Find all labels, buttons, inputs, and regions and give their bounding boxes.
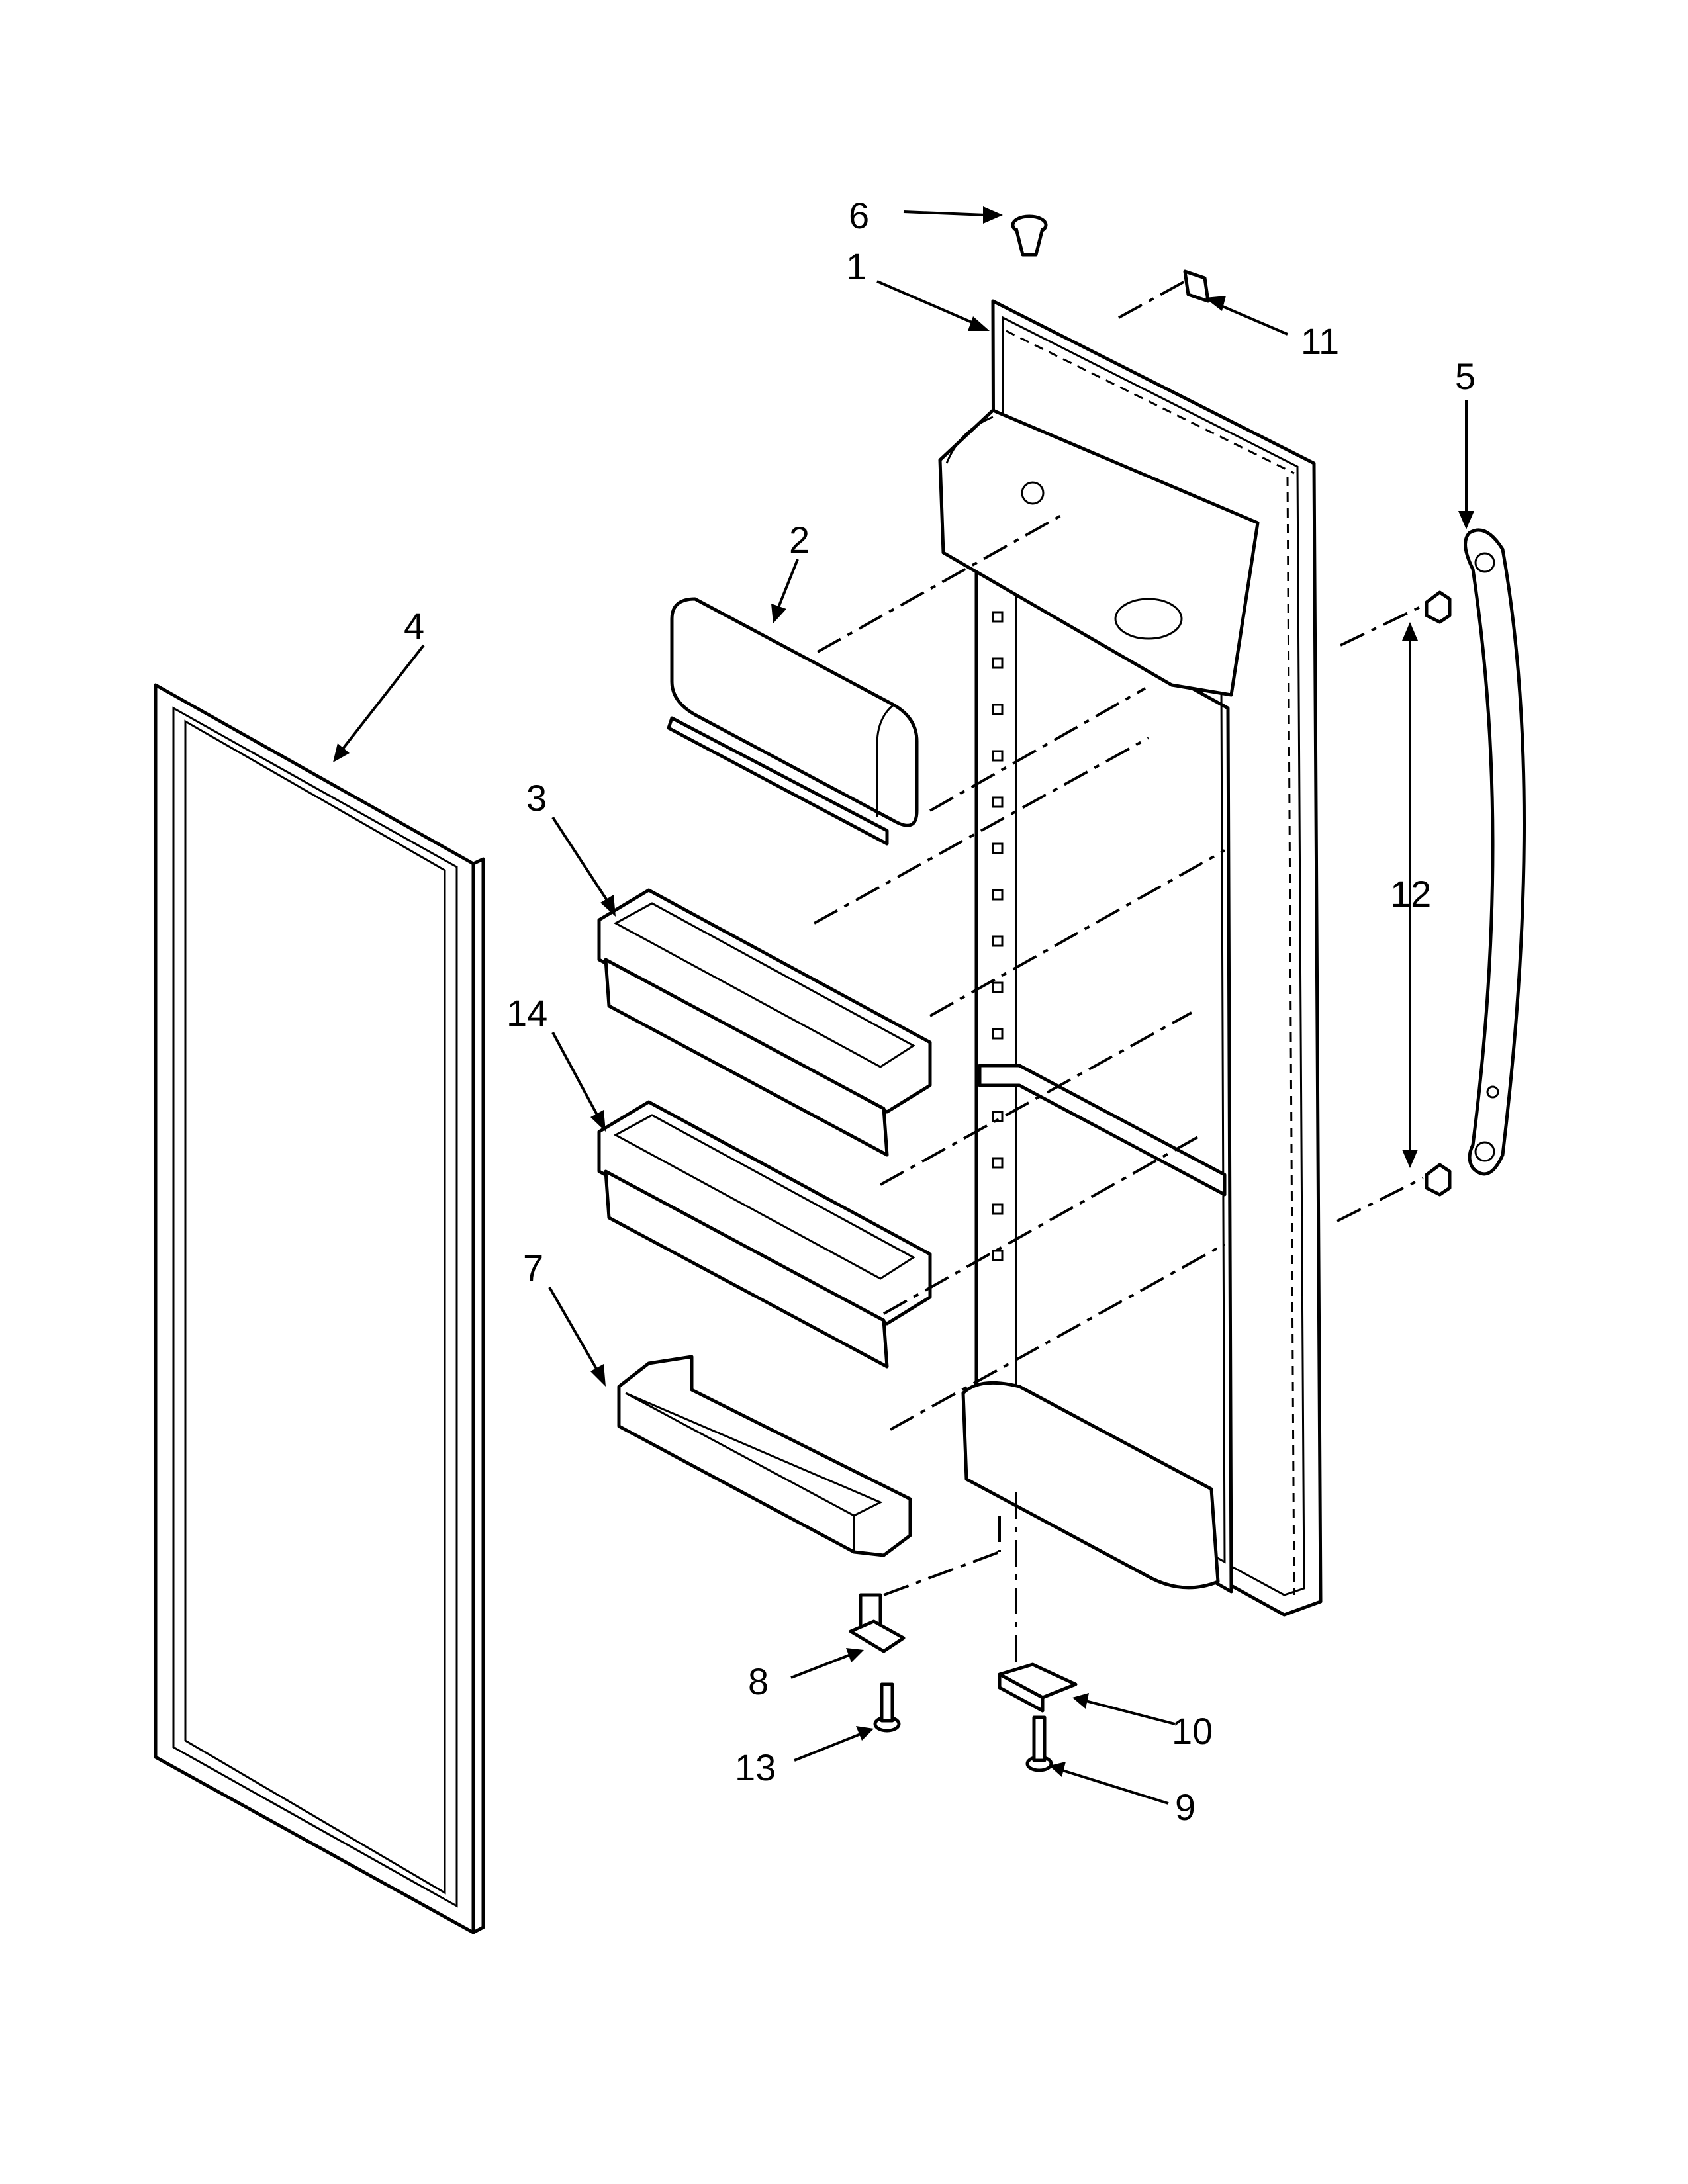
clip xyxy=(1183,269,1210,303)
leader-arrows xyxy=(333,206,1474,1805)
callout-14: 14 xyxy=(506,992,547,1034)
handle-stud-upper xyxy=(1425,590,1452,624)
door-bin-lower xyxy=(597,1100,932,1369)
dairy-bin xyxy=(667,597,919,846)
callout-9: 9 xyxy=(1175,1786,1196,1828)
screw-9 xyxy=(1025,1715,1053,1772)
door-liner xyxy=(938,299,1323,1617)
callout-7: 7 xyxy=(523,1247,543,1289)
callout-13: 13 xyxy=(735,1747,776,1788)
door-gasket xyxy=(154,683,485,1934)
callout-5: 5 xyxy=(1455,355,1476,397)
callout-3: 3 xyxy=(526,777,547,819)
callouts: 1 2 3 4 5 6 7 8 9 10 11 12 13 14 xyxy=(404,195,1476,1828)
callout-6: 6 xyxy=(849,195,869,236)
bottle-bin xyxy=(617,1355,912,1557)
callout-8: 8 xyxy=(748,1661,769,1702)
bracket xyxy=(998,1662,1078,1713)
callout-10: 10 xyxy=(1172,1710,1213,1752)
bottom-hinge xyxy=(849,1593,906,1653)
assembly-lines xyxy=(814,280,1424,1668)
callout-4: 4 xyxy=(404,605,424,647)
door-bin-upper xyxy=(597,888,932,1157)
callout-12: 12 xyxy=(1390,873,1431,915)
callout-11: 11 xyxy=(1301,320,1339,362)
handle-stud-lower xyxy=(1425,1163,1452,1197)
shelf-rail-slots xyxy=(992,611,1004,1261)
hinge-bushing xyxy=(1011,214,1048,257)
callout-1: 1 xyxy=(846,246,867,287)
screw-13 xyxy=(873,1682,901,1733)
callout-2: 2 xyxy=(789,519,810,561)
door-handle xyxy=(1464,528,1526,1176)
